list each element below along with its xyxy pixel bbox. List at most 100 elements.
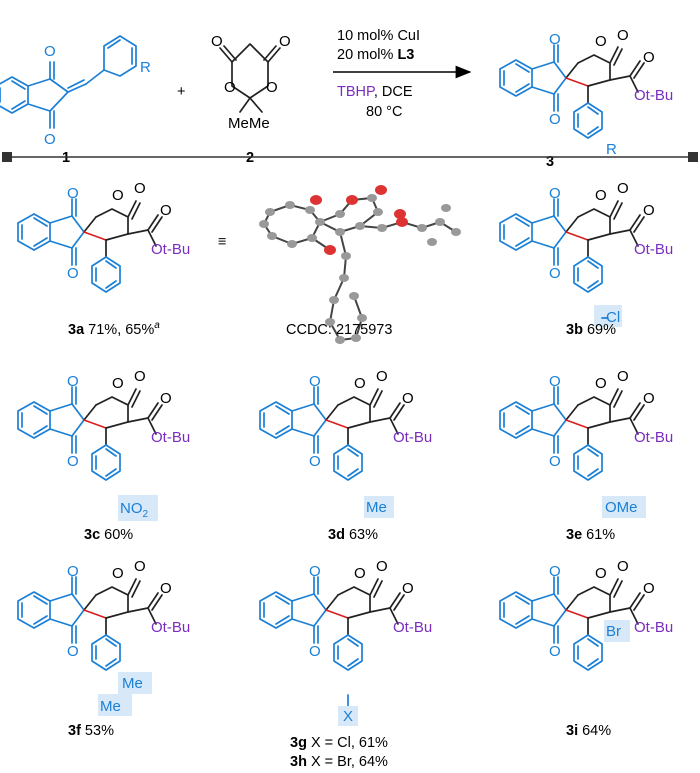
p3i-o3: O: [549, 563, 561, 580]
label-3a: 3a 71%, 65%a: [68, 320, 160, 338]
p3i-o2: O: [617, 558, 629, 575]
p3d-me-highlight: [364, 496, 394, 518]
label-3e: 3e 61%: [566, 527, 615, 543]
p3c-o4: O: [67, 453, 79, 470]
p3d-otbu: Ot-Bu: [393, 429, 432, 446]
p3e-o3: O: [549, 373, 561, 390]
product-3b-structure: [500, 199, 644, 292]
p3c-no2: NO2: [120, 500, 149, 520]
p3f-o5: O: [160, 580, 172, 597]
p3d-me: Me: [366, 499, 387, 516]
p3b-o5: O: [643, 202, 655, 219]
condition-temperature: 80 °C: [366, 104, 402, 120]
product-3a-structure: [18, 199, 162, 292]
p3f-o3: O: [67, 563, 79, 580]
p3i-o1: O: [595, 565, 607, 582]
p3g-o4: O: [309, 643, 321, 660]
p3g-o5: O: [402, 580, 414, 597]
p3b-o3: O: [549, 185, 561, 202]
p3a-otbu: Ot-Bu: [151, 241, 190, 258]
label-3h: 3h X = Br, 64%: [290, 754, 388, 770]
label-3c: 3c 60%: [84, 527, 133, 543]
reactant-1-structure: [0, 35, 137, 129]
reactant2-methyls: MeMe: [228, 115, 270, 132]
p3c-no2-highlight: [118, 495, 158, 521]
p3b-cl: Cl: [606, 309, 620, 326]
product-3f-structure: [18, 577, 162, 670]
product-3g-3h-structure: [260, 577, 404, 670]
p3a-o2: O: [134, 180, 146, 197]
p3g-o3: O: [309, 563, 321, 580]
p3d-o2: O: [376, 368, 388, 385]
p3b-o4: O: [549, 265, 561, 282]
p3f-o2: O: [134, 558, 146, 575]
p3b-otbu: Ot-Bu: [634, 241, 673, 258]
label-3g: 3g X = Cl, 61%: [290, 735, 388, 751]
product3-o-bottom: O: [549, 111, 561, 128]
reactant1-o-bottom: O: [44, 131, 56, 148]
product3-ring-o: O: [595, 33, 607, 50]
p3a-o1: O: [112, 187, 124, 204]
p3a-o3: O: [67, 185, 79, 202]
p3b-o2: O: [617, 180, 629, 197]
p3e-ome: OMe: [605, 499, 638, 516]
reactant2-o-right: O: [279, 33, 291, 50]
p3e-o4: O: [549, 453, 561, 470]
label-3b: 3b 69%: [566, 322, 616, 338]
product-3e-structure: [500, 387, 644, 480]
reactant1-label: 1: [62, 150, 70, 166]
crystal-atoms: [259, 185, 461, 344]
p3f-me1: Me: [122, 675, 143, 692]
p3f-me1-highlight: [118, 672, 152, 694]
p3g-otbu: Ot-Bu: [393, 619, 432, 636]
reactant2-o-ring-left: O: [224, 79, 236, 96]
product3-carbonyl-o: O: [617, 27, 629, 44]
p3g-x: X: [343, 708, 353, 725]
crystal-ccdc-label: CCDC: 2175973: [286, 322, 392, 338]
p3e-ome-highlight: [602, 496, 646, 518]
p3d-o5: O: [402, 390, 414, 407]
reactant1-o-top: O: [44, 43, 56, 60]
product-3-structure: [500, 45, 644, 138]
p3d-o4: O: [309, 453, 321, 470]
p3f-o1: O: [112, 565, 124, 582]
p3f-otbu: Ot-Bu: [151, 619, 190, 636]
p3b-o1: O: [595, 187, 607, 204]
reactant2-label: 2: [246, 150, 254, 166]
p3i-o4: O: [549, 643, 561, 660]
product3-ester-o: O: [643, 49, 655, 66]
p3e-o1: O: [595, 375, 607, 392]
plus-sign: +: [177, 84, 185, 100]
p3b-cl-highlight: [594, 305, 622, 327]
product3-label: 3: [546, 154, 554, 170]
condition-cui: 10 mol% CuI: [337, 28, 420, 44]
product3-r-group: R: [606, 141, 617, 158]
p3a-o4: O: [67, 265, 79, 282]
p3c-otbu: Ot-Bu: [151, 429, 190, 446]
p3g-o2: O: [376, 558, 388, 575]
p3e-otbu: Ot-Bu: [634, 429, 673, 446]
equivalence-sign: ≡: [218, 234, 226, 250]
product3-otbu: Ot-Bu: [634, 87, 673, 104]
reactant1-r-group: R: [140, 59, 151, 76]
label-3f: 3f 53%: [68, 723, 114, 739]
reactant2-o-left: O: [211, 33, 223, 50]
product-3c-structure: [18, 387, 162, 480]
condition-ligand: 20 mol% L3: [337, 47, 414, 63]
p3f-o4: O: [67, 643, 79, 660]
p3f-me2-highlight: [98, 694, 132, 716]
p3d-o3: O: [309, 373, 321, 390]
p3e-o2: O: [617, 368, 629, 385]
condition-oxidant: TBHP, DCE: [337, 84, 413, 100]
product3-o-top: O: [549, 31, 561, 48]
p3c-o2: O: [134, 368, 146, 385]
section-divider: [2, 152, 698, 162]
p3c-o5: O: [160, 390, 172, 407]
reactant2-o-ring-right: O: [266, 79, 278, 96]
label-3d: 3d 63%: [328, 527, 378, 543]
p3f-me2: Me: [100, 698, 121, 715]
p3e-o5: O: [643, 390, 655, 407]
p3g-x-highlight: [338, 706, 358, 726]
p3c-o3: O: [67, 373, 79, 390]
